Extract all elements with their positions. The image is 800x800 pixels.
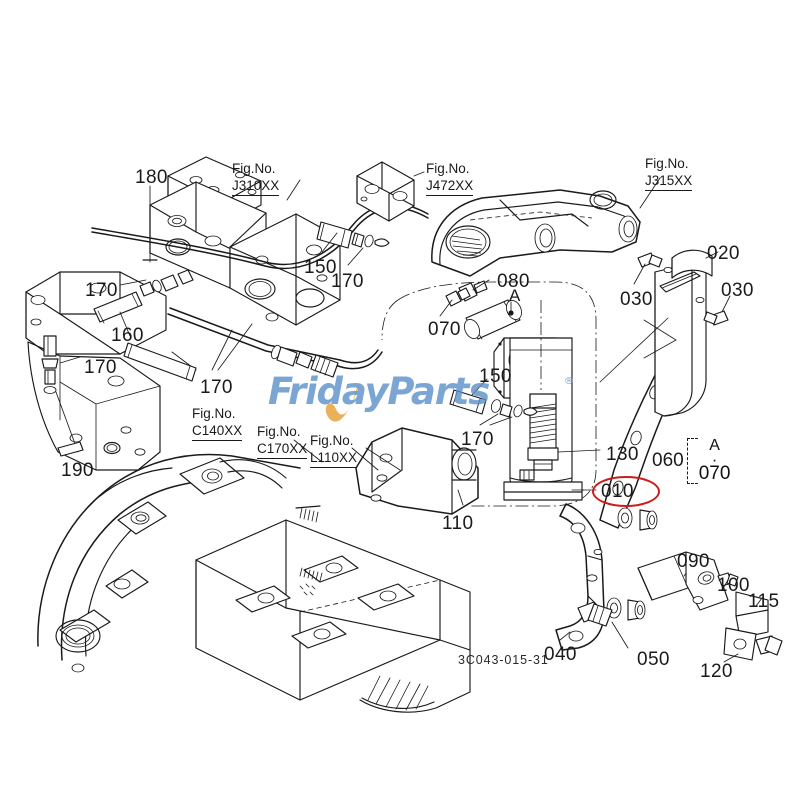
fig-ref-code: C140XX: [192, 422, 243, 441]
callout-160: 160: [111, 325, 144, 346]
callout-115: 115: [748, 591, 780, 612]
hose-150-lower: [449, 378, 538, 426]
fig-ref-j472xx[interactable]: Fig.No. J472XX: [426, 160, 474, 196]
small-cylinder-070-080: [439, 279, 523, 340]
callout-020: 020: [707, 243, 740, 264]
hose-150-upper: [316, 221, 390, 266]
callout-120: 120: [700, 661, 733, 682]
fig-ref-code: C170XX: [257, 440, 308, 459]
callout-170-a: 170: [331, 271, 364, 292]
fig-ref-prefix: Fig.No.: [232, 161, 276, 176]
fig-ref-code: J472XX: [426, 177, 474, 196]
main-diagonal-hose: [123, 307, 383, 382]
callout-050: 050: [637, 649, 670, 670]
callout-070: 070: [428, 319, 461, 340]
fig-ref-c140xx[interactable]: Fig.No. C140XX: [192, 405, 243, 441]
callout-150-upper: 150: [304, 257, 337, 278]
section-marker-a: A: [509, 286, 521, 305]
bell-housing: [37, 453, 471, 713]
callout-170-d: 170: [200, 377, 233, 398]
fig-ref-l110xx[interactable]: Fig.No. L110XX: [310, 432, 358, 468]
drawing-number: 3C043-015-31: [458, 653, 549, 667]
callout-170-c: 170: [84, 357, 117, 378]
callout-100: 100: [717, 575, 750, 596]
group-callout-060-070: 060 A · 070: [652, 438, 730, 484]
callout-150-lower: 150: [479, 366, 512, 387]
upper-left-valve-assembly: [142, 156, 341, 326]
fig-ref-code: J310XX: [232, 177, 280, 196]
callout-030-left: 030: [620, 289, 653, 310]
callout-170-e: 170: [461, 429, 494, 450]
cylinder-envelope-outline: [381, 281, 597, 507]
callout-170-b: 170: [85, 280, 118, 301]
fig-ref-prefix: Fig.No.: [257, 424, 301, 439]
lower-right-linkage: [555, 503, 783, 663]
group-bracket: [686, 438, 698, 484]
fig-ref-prefix: Fig.No.: [192, 406, 236, 421]
group-callout-right-label: 070: [698, 463, 731, 485]
hose-160-assembly: [41, 269, 194, 457]
fig-ref-c170xx[interactable]: Fig.No. C170XX: [257, 423, 308, 459]
swing-bracket-j315xx: [431, 177, 661, 277]
callout-180: 180: [135, 167, 168, 188]
fig-ref-prefix: Fig.No.: [310, 433, 354, 448]
fig-ref-prefix: Fig.No.: [645, 156, 689, 171]
callout-030-right: 030: [721, 280, 754, 301]
fig-ref-j315xx[interactable]: Fig.No. J315XX: [645, 155, 693, 191]
fig-ref-code: L110XX: [310, 449, 358, 468]
highlight-ellipse: [592, 476, 660, 507]
guard-plate-020-030: [599, 249, 731, 417]
callout-190: 190: [61, 460, 94, 481]
fig-ref-code: J315XX: [645, 172, 693, 191]
group-section-label: A: [709, 437, 720, 455]
fig-ref-prefix: Fig.No.: [426, 161, 470, 176]
highlighted-callout-label: 010: [601, 481, 634, 502]
callout-110: 110: [442, 513, 474, 534]
callout-080: 080: [497, 271, 530, 292]
fig-ref-j310xx[interactable]: Fig.No. J310XX: [232, 160, 280, 196]
group-dot-marker: ·: [711, 449, 718, 469]
group-callout-stack: A · 070: [698, 437, 731, 485]
bracket-j472xx: [356, 161, 425, 222]
left-engine-housing-upper: [25, 271, 167, 471]
callout-090: 090: [677, 551, 710, 572]
group-callout-left-label: 060: [652, 450, 684, 471]
callout-130: 130: [606, 444, 639, 465]
main-hydraulic-cylinder: [493, 300, 601, 501]
callout-040: 040: [544, 644, 577, 665]
